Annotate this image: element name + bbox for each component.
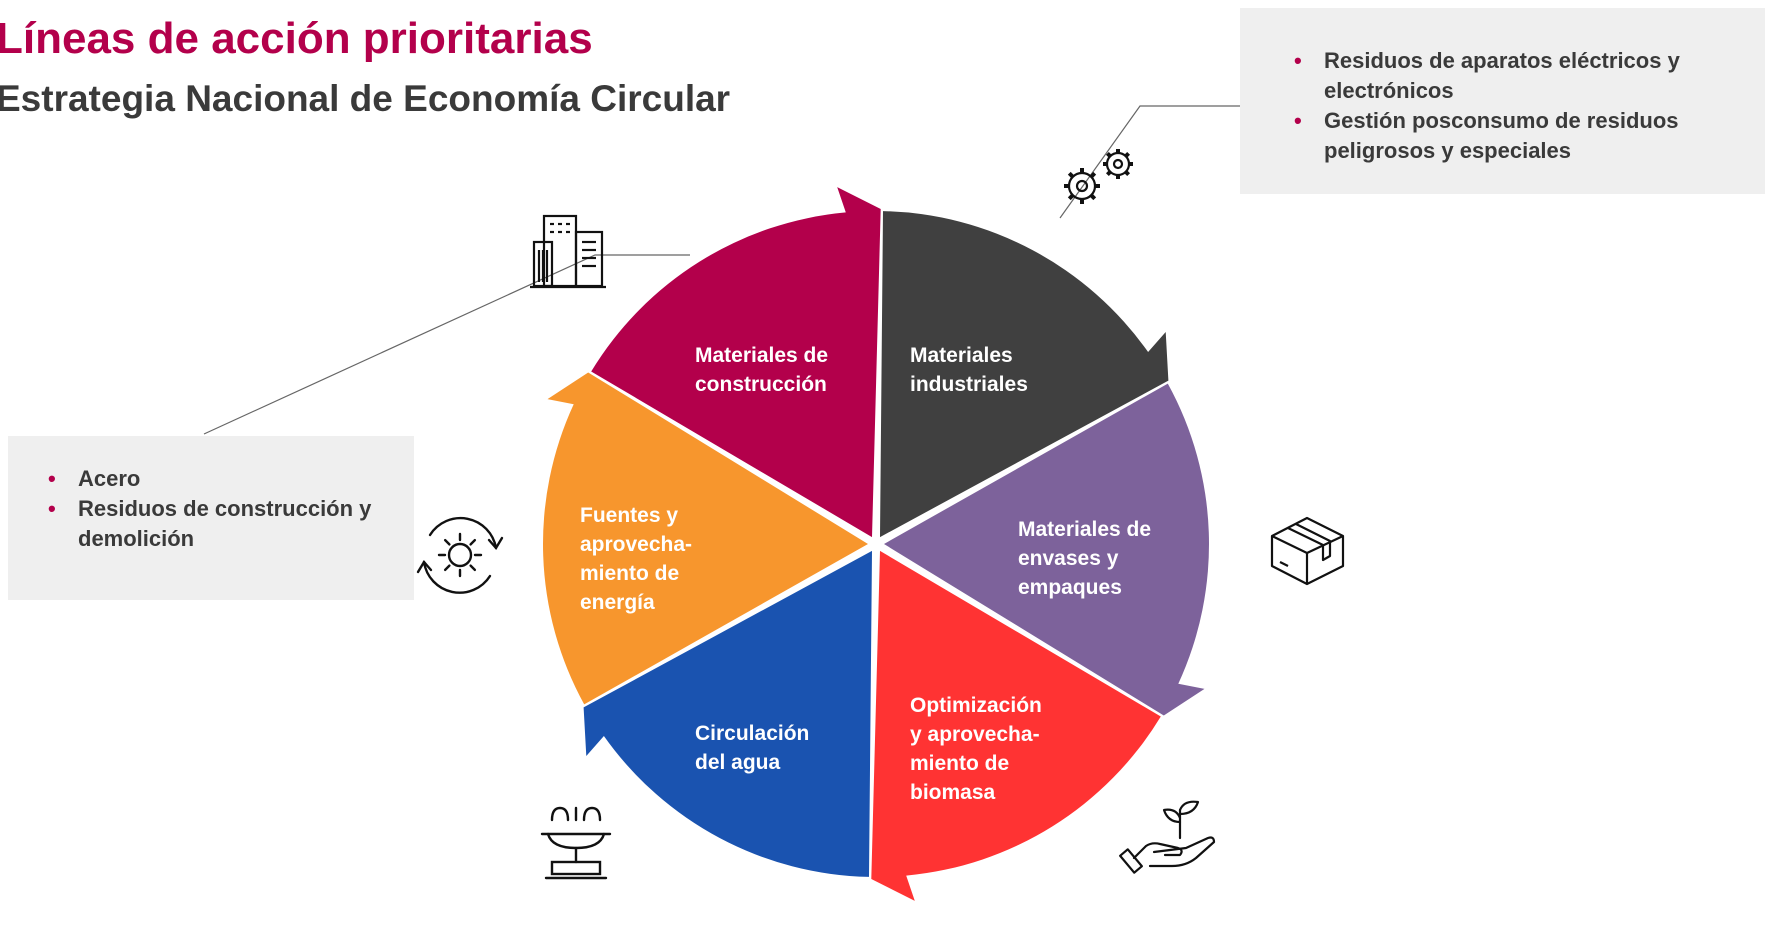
segment-biomass: [871, 550, 1161, 901]
segment-energy-sources: [542, 372, 868, 705]
box-icon: [1270, 516, 1345, 586]
building-icon: [530, 214, 606, 289]
segment-industrial-materials: [880, 211, 1169, 538]
callout-item: Residuos de construcción y demolición: [42, 494, 414, 554]
water-fountain-icon: [540, 806, 612, 880]
segment-label-construction-materials: Materiales de construcción: [695, 344, 834, 396]
connector-line-left: [203, 254, 690, 435]
renewable-energy-icon: [416, 516, 504, 594]
sun-ray: [469, 564, 477, 572]
segment-label-water-circulation: Circulación del agua: [695, 722, 815, 774]
segment-construction-materials: [591, 187, 881, 538]
gear-tooth: [1089, 171, 1097, 179]
gear-tooth: [1089, 193, 1097, 201]
sun-ray: [469, 538, 477, 546]
gear-tooth: [1067, 171, 1075, 179]
callout-industrial-materials: Residuos de aparatos eléctricos y electr…: [1240, 8, 1765, 194]
gears-icon: [1064, 149, 1133, 204]
gear-tooth: [1124, 170, 1131, 177]
hand-plant-icon: [1118, 800, 1216, 874]
page-title: Líneas de acción prioritarias: [0, 14, 593, 63]
segment-label-packaging-materials: Materiales de envases y empaques: [1018, 518, 1157, 599]
page-subtitle: Estrategia Nacional de Economía Circular: [0, 78, 731, 119]
callout-item: Gestión posconsumo de residuos peligroso…: [1288, 106, 1755, 166]
segment-packaging-materials: [884, 383, 1210, 716]
callout-item: Residuos de aparatos eléctricos y electr…: [1288, 46, 1755, 106]
connector-line-right: [1059, 105, 1240, 219]
callout-item: Acero: [42, 464, 414, 494]
segment-label-biomass: Optimización y aprovecha- miento de biom…: [910, 694, 1048, 804]
sun-ray: [443, 564, 451, 572]
segment-label-energy-sources: Fuentes y aprovecha- miento de energía: [580, 504, 698, 614]
sun-ray: [443, 538, 451, 546]
gear-tooth: [1067, 193, 1075, 201]
gear-tooth: [1105, 151, 1112, 158]
gear-tooth: [1105, 170, 1112, 177]
gear-tooth: [1124, 151, 1131, 158]
callout-construction-materials: Acero Residuos de construcción y demolic…: [8, 436, 414, 600]
segment-label-industrial-materials: Materiales industriales: [910, 344, 1028, 396]
segment-water-circulation: [583, 550, 872, 877]
